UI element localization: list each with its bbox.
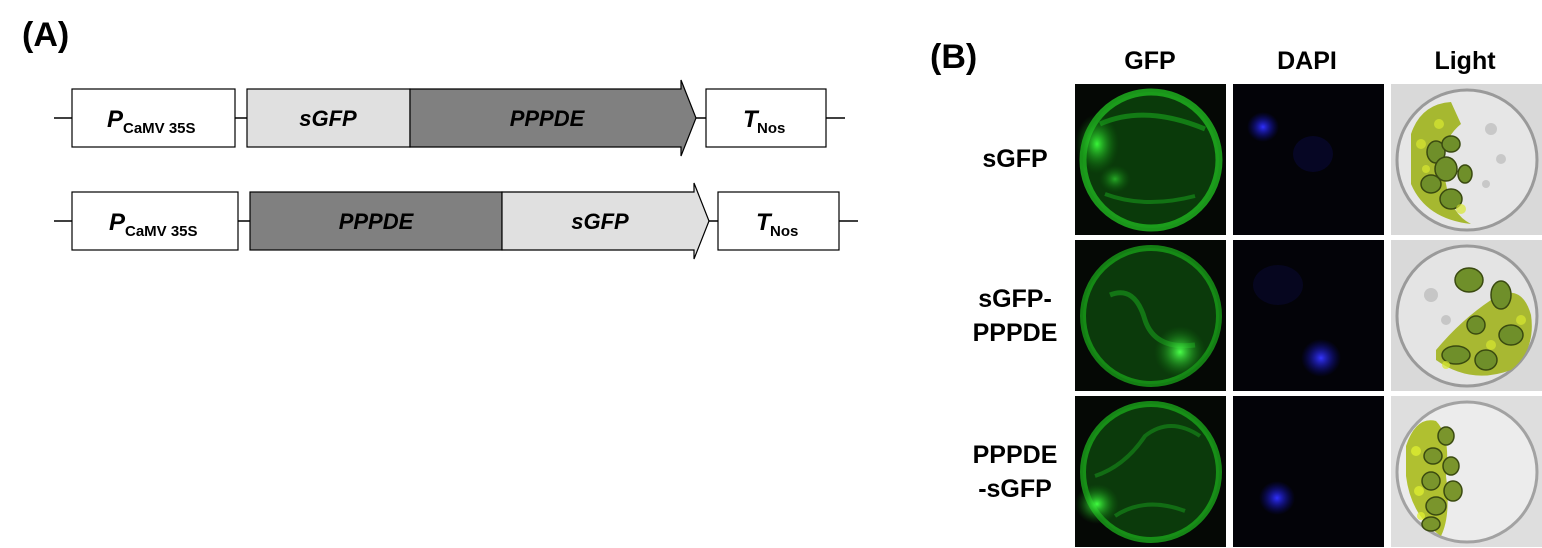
micrograph-gfp-row2 [1075, 240, 1226, 391]
column-label-gfp: GFP [1124, 47, 1176, 75]
row-label-pppde-sgfp: PPPDE -sGFP [960, 438, 1070, 506]
promoter-subscript: CaMV 35S [123, 120, 196, 137]
terminator-subscript: Nos [757, 120, 785, 137]
sgfp-segment [246, 88, 411, 148]
terminator-label: T [756, 209, 773, 236]
row-label-line: PPPDE [972, 441, 1058, 469]
row-label-sgfp: sGFP [960, 142, 1070, 176]
terminator-box [705, 88, 827, 148]
micrograph-gfp-row3 [1075, 396, 1226, 547]
row-label-line: sGFP- [978, 285, 1052, 313]
promoter-box [71, 88, 236, 148]
promoter-label: P [109, 209, 126, 236]
panel-b-label: (B) [930, 38, 978, 76]
row-label-line: -sGFP [978, 475, 1052, 503]
pppde-arrow [409, 79, 697, 157]
column-label-dapi: DAPI [1277, 47, 1337, 75]
promoter-box [71, 191, 239, 251]
construct-1: P CaMV 35S sGFP PPPDE T Nos [54, 79, 845, 157]
micrograph-dapi-row3 [1233, 396, 1384, 547]
row-label-sgfp-pppde: sGFP- PPPDE [960, 282, 1070, 350]
promoter-label: P [107, 106, 124, 133]
micrograph-dapi-row2 [1233, 240, 1384, 391]
terminator-subscript: Nos [770, 223, 798, 240]
terminator-box [717, 191, 840, 251]
row-label-line: sGFP [982, 145, 1048, 173]
sgfp-arrow [501, 182, 710, 260]
pppde-arrow-label: PPPDE [510, 106, 586, 131]
pppde-segment [249, 191, 503, 251]
panel-a-label: (A) [22, 16, 70, 54]
sgfp-segment-label: sGFP [299, 106, 357, 131]
sgfp-arrow-label: sGFP [571, 209, 629, 234]
construct-diagram: P CaMV 35S sGFP PPPDE T Nos P CaMV 35S P… [54, 79, 858, 260]
pppde-segment-label: PPPDE [339, 209, 415, 234]
terminator-label: T [743, 106, 760, 133]
promoter-subscript: CaMV 35S [125, 223, 198, 240]
micrograph-dapi-row1 [1233, 84, 1384, 235]
micrograph-gfp-row1 [1075, 84, 1226, 235]
column-label-light: Light [1434, 47, 1496, 75]
micrograph-light-row1 [1391, 84, 1542, 235]
construct-2: P CaMV 35S PPPDE sGFP T Nos [54, 182, 858, 260]
micrograph-light-row2 [1391, 240, 1542, 391]
micrograph-light-row3 [1391, 396, 1542, 547]
row-label-line: PPPDE [972, 319, 1058, 347]
